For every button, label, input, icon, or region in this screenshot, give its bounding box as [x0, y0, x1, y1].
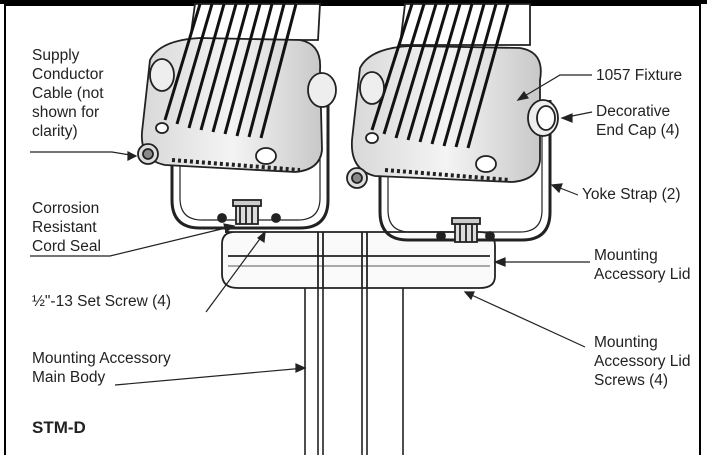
top-rule — [0, 0, 707, 4]
left-cable-gland — [137, 143, 159, 165]
callout-1057-fixture: 1057 Fixture — [596, 67, 683, 84]
leader-lines — [30, 74, 593, 386]
diagram-frame — [4, 4, 701, 455]
callout-corrosion-resistant-cord-seal: Corrosion Resistant Cord Seal — [32, 200, 101, 255]
left-fixture — [137, 3, 337, 230]
callout-mounting-accessory-lid-screws: Mounting Accessory Lid Screws (4) — [594, 334, 691, 389]
right-fixture — [346, 3, 559, 243]
callout-yoke-strap: Yoke Strap (2) — [582, 186, 681, 203]
model-label: STM-D — [32, 418, 86, 437]
callout-set-screw: ½"-13 Set Screw (4) — [32, 293, 172, 310]
callout-decorative-end-cap: Decorative End Cap (4) — [596, 103, 680, 139]
right-end-cap — [527, 99, 559, 137]
callout-supply-conductor-cable: Supply Conductor Cable (not shown for cl… — [32, 47, 104, 140]
left-cord-seal — [232, 199, 262, 225]
right-cable-gland — [346, 167, 368, 189]
right-cord-seal — [451, 217, 481, 243]
callout-mounting-accessory-main-body: Mounting Accessory Main Body — [32, 350, 171, 386]
callout-mounting-accessory-lid: Mounting Accessory Lid — [594, 247, 691, 283]
